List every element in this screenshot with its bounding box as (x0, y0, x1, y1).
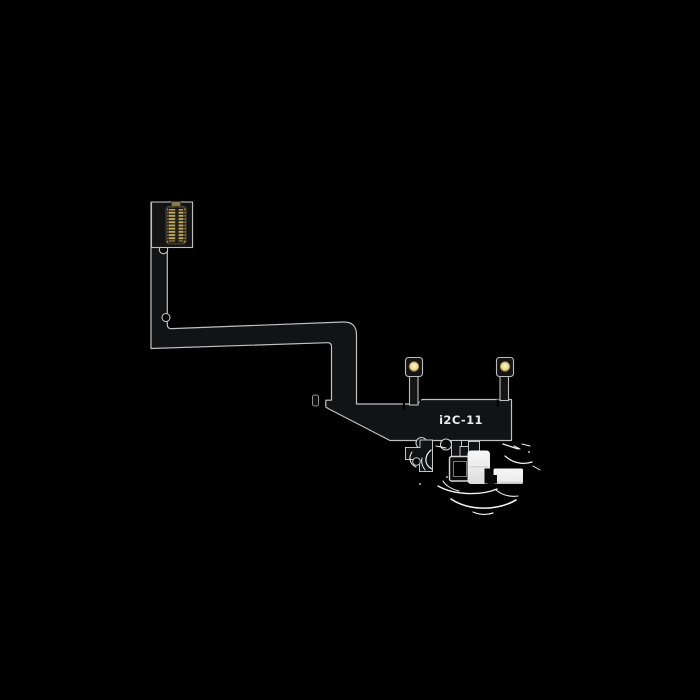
artifact-arc (472, 511, 494, 515)
connector-pins (165, 205, 187, 245)
slit-notch (496, 399, 499, 407)
artifact-dash (435, 445, 447, 449)
artifact-dot (419, 483, 421, 485)
artifact-arc (504, 455, 533, 464)
gold-pad (499, 361, 511, 372)
artifact-arc (450, 498, 517, 509)
notch-hole (161, 312, 171, 323)
tab-notch (412, 457, 421, 466)
artifact-arc (495, 489, 519, 497)
stray-tab (312, 394, 319, 407)
slit-notch (402, 398, 405, 410)
slit-notch (419, 392, 422, 404)
contact-post-right (495, 356, 515, 402)
module-body (493, 468, 523, 484)
artifact-arc (421, 457, 426, 471)
ribbon-cable (150, 201, 513, 442)
speaker-seam (470, 466, 488, 468)
gold-pad (408, 361, 420, 372)
white-module (484, 468, 523, 484)
artifact-dash (502, 443, 519, 450)
artifact-dot (446, 476, 448, 478)
module-black-corner (484, 468, 497, 484)
artifact-dash (513, 445, 521, 450)
flex-label: i2C-11 (439, 413, 483, 427)
artifact-arc (437, 485, 498, 495)
artifact-arc (409, 451, 417, 468)
lower-left-tab (405, 439, 433, 472)
board-connector (150, 201, 194, 249)
contact-post-left (404, 356, 424, 406)
artifact-arc (442, 480, 460, 492)
bracket-window (453, 461, 467, 477)
flex-cable: i2C-11 (150, 201, 523, 484)
earpiece-speaker (467, 441, 490, 484)
connector-pins-outline (167, 208, 185, 243)
artifact-dot (528, 451, 530, 453)
artifact-arc (425, 449, 433, 470)
artifact-dash (532, 465, 541, 471)
artifact-dash (521, 443, 531, 447)
scratch-artifacts (409, 443, 541, 515)
